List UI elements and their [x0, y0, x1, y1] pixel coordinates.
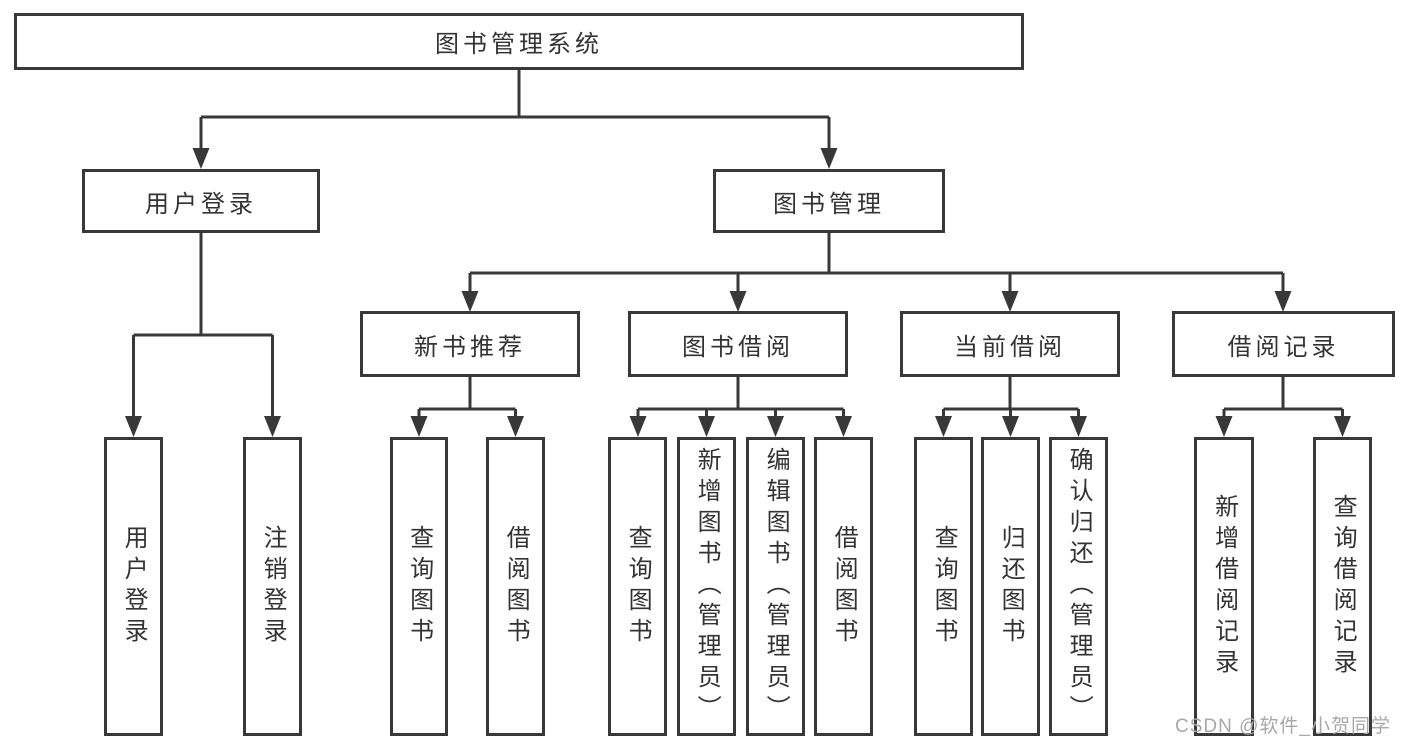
leaf-query-books-recommend: 查询图书	[390, 437, 448, 736]
arrowhead-icon	[698, 416, 715, 437]
node-borrow-records: 借阅记录	[1172, 311, 1395, 377]
arrowhead-icon	[461, 291, 479, 312]
leaf-confirm-return-admin: 确认归还（管理员）	[1049, 437, 1108, 736]
arrowhead-icon	[935, 416, 952, 437]
connector-root-to-level2	[199, 69, 831, 150]
leaf-edit-book-admin: 编辑图书（管理员）	[746, 437, 805, 736]
leaf-add-borrow-record: 新增借阅记录	[1194, 437, 1254, 736]
node-label: 新书推荐	[414, 333, 526, 361]
connector-current-borrow-to-leaves	[942, 377, 1080, 418]
leaf-user-login: 用户登录	[104, 437, 163, 736]
node-label: 用户登录	[120, 524, 148, 649]
node-user-login: 用户登录	[82, 169, 320, 233]
connector-borrow-records-to-leaves	[1222, 377, 1344, 418]
connector-book-management-to-level3	[468, 233, 1285, 293]
arrowhead-icon	[264, 416, 281, 437]
csdn-watermark: CSDN @软件_小贺同学	[1175, 716, 1391, 737]
leaf-borrow-books-recommend: 借阅图书	[486, 437, 545, 736]
connector-book-borrow-to-leaves	[636, 377, 845, 418]
leaf-query-books-borrow: 查询图书	[608, 437, 667, 736]
node-label: 图书借阅	[682, 333, 794, 361]
arrowhead-icon	[410, 416, 428, 437]
arrowhead-icon	[767, 416, 784, 437]
node-label: 编辑图书（管理员）	[762, 447, 790, 726]
node-label: 查询借阅记录	[1329, 493, 1357, 680]
node-library-system: 图书管理系统	[14, 13, 1024, 70]
arrowhead-icon	[125, 416, 142, 437]
leaf-query-borrow-record: 查询借阅记录	[1313, 437, 1372, 736]
arrowhead-icon	[507, 416, 524, 437]
node-label: 借阅图书	[830, 524, 858, 649]
node-book-borrow: 图书借阅	[628, 311, 848, 377]
arrowhead-icon	[1274, 291, 1292, 312]
connector-new-book-to-leaves	[417, 377, 517, 418]
node-label: 查询图书	[930, 524, 958, 649]
node-label: 查询图书	[624, 524, 652, 649]
node-book-management: 图书管理	[713, 169, 945, 233]
node-label: 注销登录	[259, 524, 287, 649]
arrowhead-icon	[820, 148, 838, 169]
leaf-logout: 注销登录	[243, 437, 302, 736]
arrowhead-icon	[1215, 416, 1233, 437]
node-label: 查询图书	[405, 524, 433, 649]
node-label: 借阅图书	[502, 524, 530, 649]
leaf-return-book: 归还图书	[981, 437, 1040, 736]
arrowhead-icon	[1002, 416, 1019, 437]
leaf-query-books-current: 查询图书	[914, 437, 973, 736]
arrowheads	[125, 148, 1351, 437]
arrowhead-icon	[835, 416, 852, 437]
leaf-borrow-books: 借阅图书	[814, 437, 873, 736]
node-label: 当前借阅	[954, 333, 1066, 361]
node-new-book-recommend: 新书推荐	[360, 311, 580, 377]
node-label: 新增图书（管理员）	[693, 447, 721, 726]
node-label: 新增借阅记录	[1210, 493, 1238, 680]
node-label: 借阅记录	[1227, 333, 1340, 361]
node-label: 图书管理	[773, 190, 885, 218]
leaf-add-book-admin: 新增图书（管理员）	[677, 437, 736, 736]
connector-user-login-to-leaves	[132, 233, 274, 418]
arrowhead-icon	[1070, 416, 1087, 437]
arrowhead-icon	[729, 291, 747, 312]
node-label: 用户登录	[145, 190, 257, 218]
arrowhead-icon	[1001, 291, 1019, 312]
arrowhead-icon	[192, 148, 210, 169]
arrowhead-icon	[629, 416, 647, 437]
node-label: 确认归还（管理员）	[1065, 447, 1093, 726]
node-current-borrow: 当前借阅	[900, 311, 1120, 377]
arrowhead-icon	[1334, 416, 1351, 437]
node-label: 归还图书	[997, 524, 1025, 649]
node-label: 图书管理系统	[435, 31, 603, 58]
